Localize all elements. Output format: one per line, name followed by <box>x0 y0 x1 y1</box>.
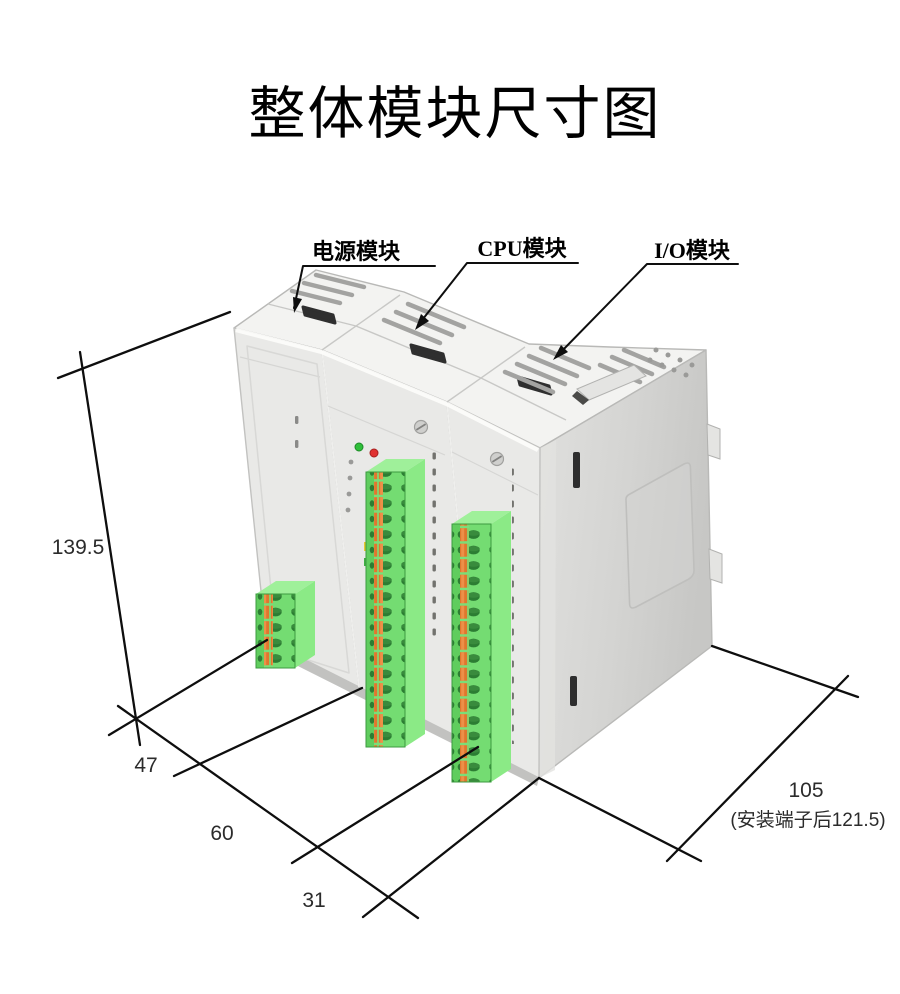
width-ext-0 <box>107 638 269 737</box>
power-width-value: 47 <box>134 754 157 777</box>
io-tick-column <box>512 466 516 744</box>
terminal-block-io <box>451 511 511 783</box>
page-title: 整体模块尺寸图 <box>249 82 662 146</box>
terminal-side-face <box>491 511 511 782</box>
terminal-screw-holes <box>273 594 295 668</box>
din-tab-right-1 <box>706 423 721 460</box>
cpu-arrowhead-icon <box>415 314 429 330</box>
power-front-panel-seam <box>246 345 350 674</box>
right-face-panel <box>625 462 695 609</box>
depth-value: 105 <box>788 779 823 802</box>
depth-ext-back <box>710 644 860 699</box>
right-face-slot-bottom <box>570 676 577 706</box>
din-clip-notch <box>572 391 589 405</box>
io-arrowhead-icon <box>553 345 568 360</box>
io-leader-line <box>558 263 739 355</box>
din-clip-top <box>576 364 647 401</box>
io-front-seam <box>451 451 539 496</box>
power-leader-line <box>293 265 436 309</box>
power-front-mark-2 <box>295 440 299 448</box>
cpu-top-slot <box>409 343 447 364</box>
dimension-depth: 105 (安装端子后121.5) <box>537 644 886 863</box>
terminal-block-power <box>255 581 315 669</box>
top-seam-power-cpu <box>321 294 401 351</box>
terminal-top-face <box>256 581 315 594</box>
terminal-small-holes <box>452 524 460 782</box>
io-screw <box>489 451 505 467</box>
led-red <box>369 448 379 458</box>
cpu-leader-line <box>418 262 579 325</box>
dimension-height: 139.5 <box>52 310 232 747</box>
height-dim-line <box>78 350 142 747</box>
terminal-small-holes <box>366 472 374 747</box>
height-ext-top <box>56 310 232 380</box>
top-front-bevel <box>235 327 540 453</box>
top-vent-slats <box>289 272 667 395</box>
width-dim-line <box>116 704 420 920</box>
terminal-orange-strip <box>460 524 469 782</box>
top-vent-holes <box>647 347 695 378</box>
terminal-block-cpu <box>365 459 425 748</box>
din-tab-right-2 <box>708 548 723 584</box>
width-ext-3 <box>361 776 541 919</box>
plc-device <box>233 269 723 786</box>
callout-io: I/O模块 <box>553 238 739 360</box>
depth-note: (安装端子后121.5) <box>730 809 885 831</box>
power-arrowhead-icon <box>293 297 302 313</box>
terminal-small-holes <box>256 594 264 668</box>
terminal-side-face <box>295 581 315 668</box>
cpu-screw <box>413 419 429 435</box>
module-callouts: 电源模块 CPU模块 I/O模块 <box>293 236 739 360</box>
width-ext-1 <box>172 686 364 778</box>
terminal-orange-strip <box>264 594 273 668</box>
power-top-slot <box>301 305 337 325</box>
io-width-value: 31 <box>302 889 325 912</box>
terminal-top-face <box>366 459 425 472</box>
cpu-module-label: CPU模块 <box>477 236 567 261</box>
terminal-orange-strip <box>374 472 383 747</box>
power-front-mark-1 <box>295 416 299 424</box>
depth-ext-front <box>537 776 703 863</box>
terminal-top-face <box>452 511 511 524</box>
power-module-label: 电源模块 <box>312 239 401 264</box>
right-face-slot-top <box>573 452 580 488</box>
callout-power: 电源模块 <box>293 239 436 313</box>
dimension-widths: 47 60 31 <box>107 638 541 920</box>
terminal-screw-holes <box>469 524 491 782</box>
top-seam-cpu-io <box>446 346 526 403</box>
power-front-seam <box>239 356 321 378</box>
led-green <box>354 442 364 452</box>
cpu-front-seam <box>327 405 446 456</box>
terminal-side-face <box>405 459 425 747</box>
width-ext-2 <box>290 745 480 865</box>
terminal-screw-holes <box>383 472 405 747</box>
cpu-tick-column <box>432 448 436 643</box>
io-module-label: I/O模块 <box>654 238 731 263</box>
right-face-bevel <box>539 440 556 778</box>
height-value: 139.5 <box>52 536 105 559</box>
cpu-width-value: 60 <box>210 822 233 845</box>
callout-cpu: CPU模块 <box>415 236 579 330</box>
depth-dim-line <box>665 674 850 863</box>
